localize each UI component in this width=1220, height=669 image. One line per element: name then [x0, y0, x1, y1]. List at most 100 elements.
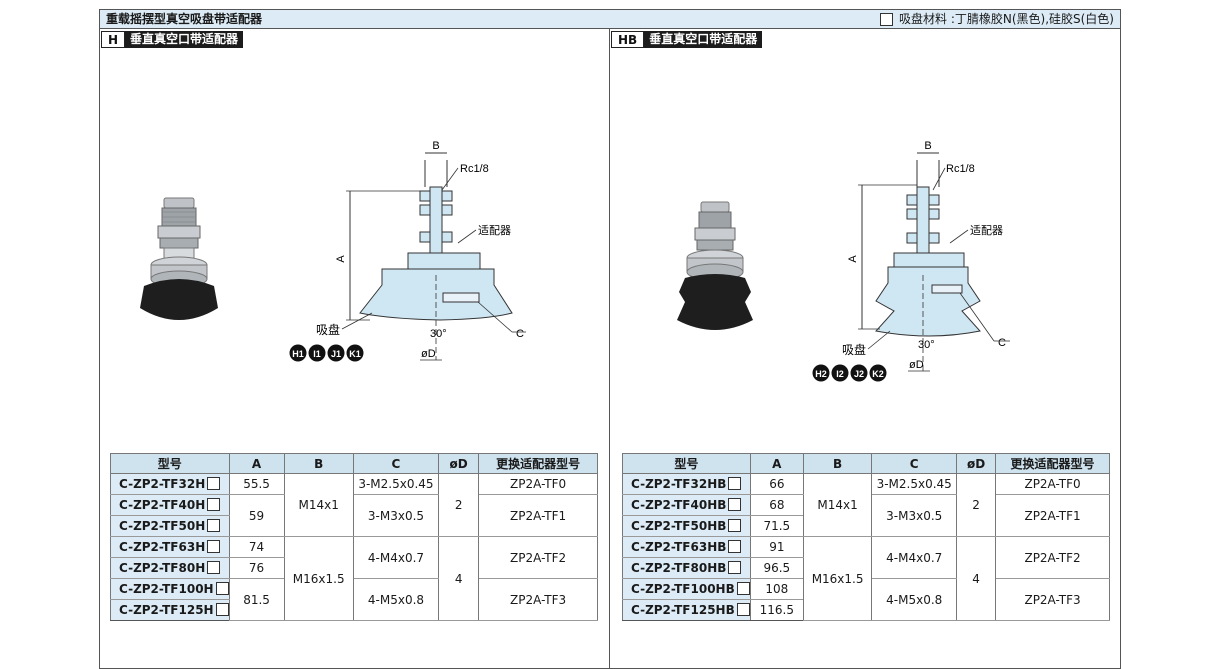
- dimension-drawing-hb: B Rc1/8 适配器 A 吸盘 30° C øD: [842, 140, 1010, 372]
- section-tag-h: H 垂直真空口带适配器: [101, 31, 244, 48]
- b-cell: M14x1: [283, 473, 354, 537]
- label-adapter: 适配器: [478, 224, 511, 237]
- a-cell: 81.5: [228, 578, 285, 621]
- label-d: øD: [909, 359, 924, 371]
- adapter-cell: ZP2A-TF1: [478, 494, 598, 537]
- label-adapter: 适配器: [970, 224, 1003, 237]
- c-cell: 3-M2.5x0.45: [871, 473, 958, 495]
- svg-text:J1: J1: [331, 349, 341, 359]
- badge: I2: [831, 364, 849, 382]
- table-row: C-ZP2-TF32H 55.5 M14x1 3-M2.5x0.45 2 ZP2…: [110, 473, 598, 537]
- b-cell: M16x1.5: [802, 536, 873, 621]
- d-cell: 4: [438, 536, 480, 621]
- label-rc: Rc1/8: [460, 163, 489, 175]
- col-header: 更换适配器型号: [995, 453, 1110, 474]
- col-header: B: [802, 453, 873, 474]
- svg-text:H1: H1: [292, 349, 304, 359]
- col-header: 型号: [110, 453, 230, 474]
- column-divider: [609, 28, 610, 668]
- model-cell: C-ZP2-TF32HB: [622, 473, 751, 495]
- col-header: B: [283, 453, 354, 474]
- section-code: HB: [611, 31, 645, 48]
- option-box: [736, 603, 750, 616]
- table-row: C-ZP2-TF50HB 71.5: [622, 515, 1110, 537]
- svg-text:I2: I2: [836, 369, 844, 379]
- series-badges-hb: H2 I2 J2 K2: [812, 364, 887, 382]
- a-cell: 108: [749, 578, 804, 600]
- spec-table-h: 型号 A B C øD 更换适配器型号 C-ZP2-TF32H 55.5 M14…: [110, 453, 598, 621]
- page-title: 重载摇摆型真空吸盘带适配器: [106, 12, 263, 26]
- adapter-cell: ZP2A-TF3: [478, 578, 598, 621]
- table-row: C-ZP2-TF40HB 68 3-M3x0.5 ZP2A-TF1: [622, 494, 1110, 537]
- model-cell: C-ZP2-TF32H: [110, 473, 230, 495]
- label-a: A: [847, 255, 859, 263]
- table-row: C-ZP2-TF125HB 116.5: [622, 599, 1110, 621]
- badge: H1: [289, 344, 307, 362]
- a-cell: 76: [228, 557, 285, 579]
- label-b: B: [924, 140, 931, 152]
- model-cell: C-ZP2-TF100HB: [622, 578, 751, 600]
- adapter-cell: ZP2A-TF0: [995, 473, 1110, 495]
- d-cell: 2: [956, 473, 997, 537]
- table-row: C-ZP2-TF63HB 91 M16x1.5 4-M4x0.7 4 ZP2A-…: [622, 536, 1110, 621]
- option-box: [207, 561, 221, 574]
- adapter-cell: ZP2A-TF2: [995, 536, 1110, 579]
- model-cell: C-ZP2-TF63HB: [622, 536, 751, 558]
- col-header: øD: [438, 453, 480, 474]
- material-note: 吸盘材料 :丁腈橡胶N(黑色),硅胶S(白色): [880, 10, 1114, 28]
- a-cell: 71.5: [749, 515, 804, 537]
- svg-text:J2: J2: [854, 369, 864, 379]
- section-name: 垂直真空口带适配器: [125, 31, 244, 48]
- a-cell: 55.5: [228, 473, 285, 495]
- table-row: C-ZP2-TF50H: [110, 515, 598, 537]
- option-box: [736, 582, 750, 595]
- model-cell: C-ZP2-TF125H: [110, 599, 230, 621]
- adapter-cell: ZP2A-TF2: [478, 536, 598, 579]
- col-header: C: [871, 453, 958, 474]
- d-cell: 4: [956, 536, 997, 621]
- option-box: [207, 498, 221, 511]
- a-cell: 59: [228, 494, 285, 537]
- model-cell: C-ZP2-TF80HB: [622, 557, 751, 579]
- b-cell: M16x1.5: [283, 536, 354, 621]
- c-cell: 3-M2.5x0.45: [352, 473, 440, 495]
- label-pad: 吸盘: [316, 322, 340, 337]
- a-cell: 66: [749, 473, 804, 495]
- label-rc: Rc1/8: [946, 163, 975, 175]
- option-box: [215, 603, 229, 616]
- model-cell: C-ZP2-TF50HB: [622, 515, 751, 537]
- a-cell: 96.5: [749, 557, 804, 579]
- label-angle: 30°: [430, 328, 447, 340]
- c-cell: 3-M3x0.5: [871, 494, 958, 537]
- label-angle: 30°: [918, 339, 935, 351]
- model-cell: C-ZP2-TF80H: [110, 557, 230, 579]
- series-badges-h: H1 I1 J1 K1: [289, 344, 364, 362]
- spec-table-hb: 型号 A B C øD 更换适配器型号 C-ZP2-TF32HB 66 M14x…: [622, 453, 1110, 621]
- label-pad: 吸盘: [842, 342, 866, 357]
- label-a: A: [335, 255, 347, 263]
- a-cell: 91: [749, 536, 804, 558]
- dimension-drawing-h: B Rc1/8 适配器 A 吸盘 30° C øD: [316, 140, 526, 361]
- section-tag-hb: HB 垂直真空口带适配器: [611, 31, 763, 48]
- option-box: [728, 540, 742, 553]
- option-box: [728, 561, 742, 574]
- option-box: [207, 477, 221, 490]
- a-cell: 68: [749, 494, 804, 516]
- c-cell: 4-M5x0.8: [871, 578, 958, 621]
- product-photo-hb: [677, 201, 753, 330]
- label-c: C: [998, 337, 1006, 349]
- option-box: [728, 519, 742, 532]
- adapter-cell: ZP2A-TF0: [478, 473, 598, 495]
- col-header: A: [228, 453, 285, 474]
- model-cell: C-ZP2-TF40HB: [622, 494, 751, 516]
- a-cell: 74: [228, 536, 285, 558]
- label-c: C: [516, 328, 524, 340]
- svg-text:K2: K2: [872, 369, 884, 379]
- section-name: 垂直真空口带适配器: [644, 31, 763, 48]
- table-row: C-ZP2-TF32HB 66 M14x1 3-M2.5x0.45 2 ZP2A…: [622, 473, 1110, 537]
- material-text: 吸盘材料 :丁腈橡胶N(黑色),硅胶S(白色): [899, 12, 1114, 26]
- svg-text:K1: K1: [349, 349, 361, 359]
- option-box: [728, 498, 742, 511]
- c-cell: 4-M5x0.8: [352, 578, 440, 621]
- label-b: B: [432, 140, 439, 152]
